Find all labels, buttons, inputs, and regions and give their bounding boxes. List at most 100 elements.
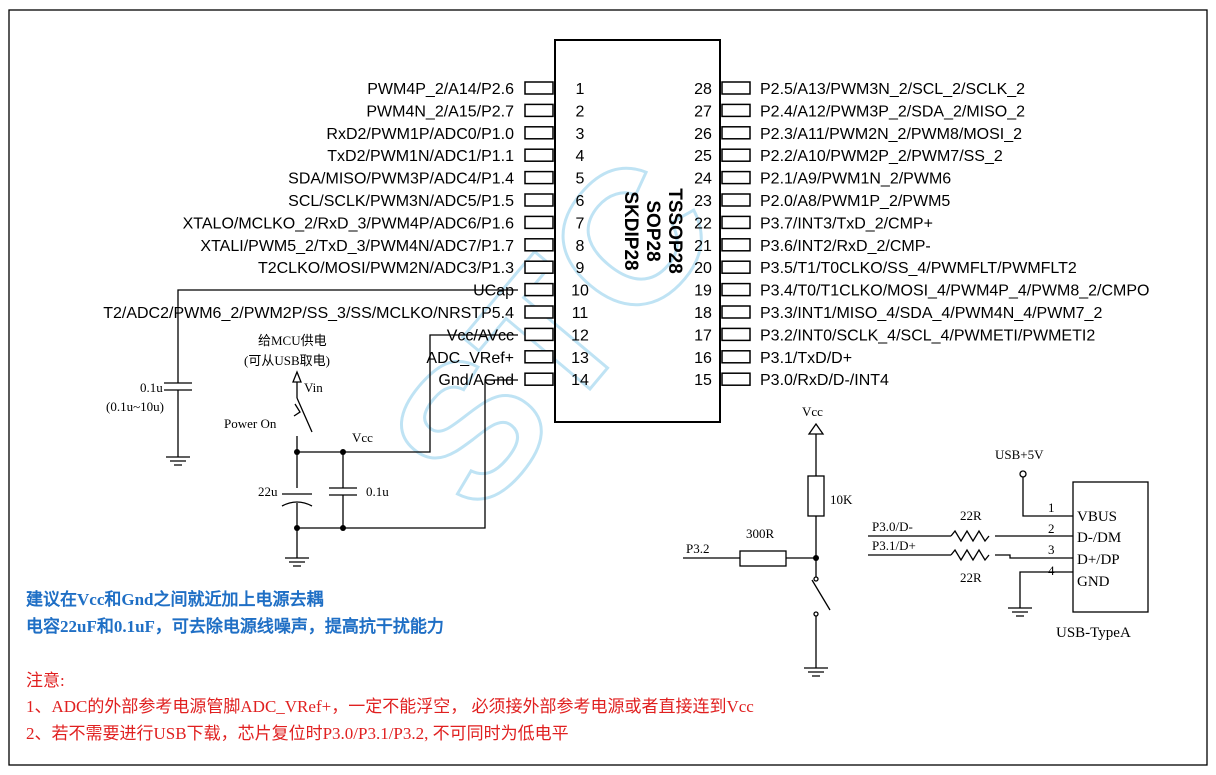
right-pin-row: P2.3/A11/PWM2N_2/PWM8/MOSI_226	[694, 126, 1022, 143]
pin-lead	[524, 81, 554, 95]
pin-lead	[721, 215, 751, 230]
usb-pin-dm: D-/DM	[1077, 530, 1121, 546]
ground-symbol-usb	[1008, 607, 1032, 617]
decouple-cap-value: 0.1u	[366, 484, 389, 499]
pin-label: P3.5/T1/T0CLKO/SS_4/PWMFLT/PWMFLT2	[760, 260, 1077, 277]
pin-lead	[524, 282, 554, 297]
usb-pin-gnd: GND	[1077, 574, 1110, 590]
pin-lead	[721, 103, 751, 118]
usb-pin-number: 3	[1048, 542, 1055, 557]
pin-lead	[524, 305, 554, 319]
ground-symbol-ucap	[166, 456, 190, 466]
pin-label: P2.0/A8/PWM1P_2/PWM5	[760, 193, 950, 210]
right-pin-row: P2.4/A12/PWM3P_2/SDA_2/MISO_227	[694, 103, 1025, 120]
pin-lead	[721, 126, 751, 140]
reset-vcc-arrow-icon	[807, 422, 825, 435]
pin-number: 14	[571, 372, 589, 389]
pin-lead	[721, 282, 751, 297]
pin-label: SDA/MISO/PWM3P/ADC4/P1.4	[288, 171, 514, 188]
pin-number: 16	[694, 350, 712, 367]
pin-number: 21	[694, 238, 712, 255]
left-pin-row: SDA/MISO/PWM3P/ADC4/P1.4 5	[288, 171, 584, 188]
pin-lead	[524, 193, 554, 207]
pin-number: 5	[576, 171, 585, 188]
pin-number: 1	[576, 81, 585, 98]
left-pin-row: PWM4N_2/A15/P2.7 2	[366, 103, 584, 120]
supply-note-line2: (可从USB取电)	[244, 353, 330, 368]
resistor-dp-value: 22R	[960, 570, 982, 585]
pin-lead	[721, 238, 751, 252]
series-resistor	[739, 550, 787, 567]
diagram-border	[8, 9, 1208, 766]
pin-lead	[524, 327, 554, 342]
notes-item1: 1、ADC的外部参考电源管脚ADC_VRef+，一定不能浮空， 必须接外部参考电…	[26, 697, 754, 716]
usb-pin-vbus: VBUS	[1077, 509, 1117, 525]
pin-label: TxD2/PWM1N/ADC1/P1.1	[327, 148, 514, 165]
usb-pin-number: 1	[1048, 500, 1055, 515]
pin-lead	[721, 372, 751, 386]
ground-symbol-reset	[804, 667, 828, 677]
pin-number: 4	[576, 148, 585, 165]
pin-number: 8	[576, 238, 585, 255]
pin-number: 6	[576, 193, 585, 210]
usb-supply-label: USB+5V	[995, 447, 1044, 462]
pin-lead	[524, 372, 554, 386]
supply-note-line1: 给MCU供电	[258, 333, 327, 348]
usb-pin-number: 4	[1048, 563, 1055, 578]
pin-label: P2.4/A12/PWM3P_2/SDA_2/MISO_2	[760, 103, 1025, 120]
pin-number: 2	[576, 103, 585, 120]
pin-number: 28	[694, 81, 712, 98]
pin-lead	[524, 350, 554, 364]
power-switch-arrow-icon	[293, 403, 301, 417]
ucap-capacitor	[164, 382, 192, 391]
usb-connector-body	[1072, 481, 1149, 613]
pin-lead	[524, 103, 554, 118]
decouple-capacitor	[329, 487, 357, 496]
pin-lead	[721, 170, 751, 185]
pin-lead	[721, 350, 751, 364]
bulk-cap-plate-negative	[281, 501, 313, 507]
vin-arrow-icon	[292, 370, 302, 383]
pin-lead	[721, 327, 751, 342]
usb-supply-terminal	[1019, 470, 1027, 478]
pin-number: 22	[694, 215, 712, 232]
pin-lead	[721, 260, 751, 274]
usb-net-dm: P3.0/D-	[872, 519, 913, 534]
notes-item2: 2、若不需要进行USB下载，芯片复位时P3.0/P3.1/P3.2, 不可同时为…	[26, 724, 569, 743]
left-pin-row: TxD2/PWM1N/ADC1/P1.1 4	[327, 148, 584, 165]
right-pin-row: P2.2/A10/PWM2P_2/PWM7/SS_225	[694, 148, 1003, 165]
pin-label: Vcc/AVcc	[447, 327, 514, 344]
right-pin-row: P3.7/INT3/TxD_2/CMP+22	[694, 215, 933, 232]
switch-contact	[813, 576, 819, 582]
usb-net-dp: P3.1/D+	[872, 538, 916, 553]
bulk-cap-value: 22u	[258, 484, 278, 499]
right-pin-column: P2.5/A13/PWM3N_2/SCL_2/SCLK_228P2.4/A12/…	[694, 81, 1149, 389]
gnd-wire	[297, 379, 518, 529]
pin-label: P2.2/A10/PWM2P_2/PWM7/SS_2	[760, 148, 1003, 165]
pin-lead	[721, 148, 751, 162]
pin-label: P3.6/INT2/RxD_2/CMP-	[760, 238, 931, 255]
pin-label: XTALO/MCLKO_2/RxD_3/PWM4P/ADC6/P1.6	[183, 215, 514, 232]
series-resistor-value: 300R	[746, 526, 775, 541]
pin-number: 9	[576, 260, 585, 277]
right-pin-row: P2.5/A13/PWM3N_2/SCL_2/SCLK_228	[694, 81, 1025, 98]
pullup-resistor	[807, 475, 825, 517]
pin-label: P3.3/INT1/MISO_4/SDA_4/PWM4N_4/PWM7_2	[760, 305, 1102, 322]
pin-label: ADC_VRef+	[426, 350, 514, 367]
pin-lead	[524, 238, 554, 252]
resistor-dm-value: 22R	[960, 508, 982, 523]
pin-lead	[721, 305, 751, 319]
pin-lead	[721, 81, 751, 95]
pin-number: 19	[694, 283, 712, 300]
pin-label: P2.3/A11/PWM2N_2/PWM8/MOSI_2	[760, 126, 1022, 143]
dp-wire-right	[995, 554, 1073, 559]
pin-label: PWM4N_2/A15/P2.7	[366, 103, 514, 120]
right-pin-row: P3.4/T0/T1CLKO/MOSI_4/PWM4P_4/PWM8_2/CMP…	[694, 283, 1149, 300]
